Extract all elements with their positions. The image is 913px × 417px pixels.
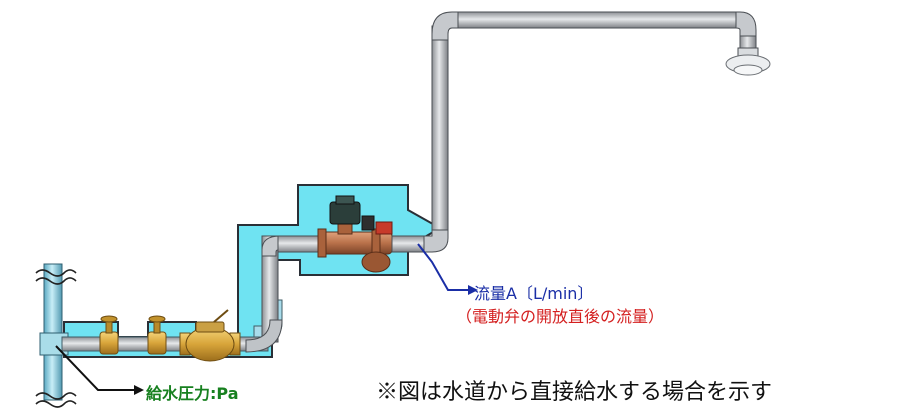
flow-rate-label: 流量A〔L/min〕: [474, 284, 594, 303]
flow-rate-note: （電動弁の開放直後の流量）: [456, 307, 665, 326]
sprinkler-riser-pipe: [431, 25, 449, 231]
pressure-leader-line: [55, 345, 144, 395]
sprinkler-head-icon: [725, 47, 771, 76]
gate-valve-icon: [99, 315, 119, 355]
water-region: [63, 184, 442, 358]
water-meter-icon: [179, 309, 241, 362]
flow-leader-line: [417, 243, 478, 295]
supply-pressure-label: 給水圧力:Pa: [146, 384, 239, 403]
top-horizontal-pipe: [457, 11, 739, 29]
riser-elbow-lower: [245, 319, 283, 353]
gate-valve-icon: [147, 315, 167, 355]
diagram-note: ※図は水道から直接給水する場合を示す: [376, 380, 773, 405]
top-elbow-left: [431, 11, 461, 41]
valve-inlet-pipe: [277, 235, 323, 253]
break-symbol-icon: [35, 269, 77, 408]
outlet-elbow: [423, 225, 449, 253]
top-elbow-right: [735, 11, 757, 39]
